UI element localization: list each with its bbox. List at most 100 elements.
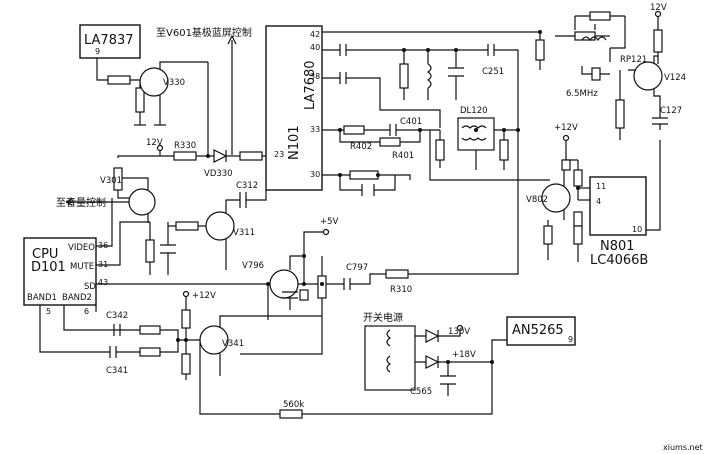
resistor-v311-base (175, 221, 199, 231)
an5265-pin: 9 (568, 335, 573, 344)
label-r310: R310 (390, 285, 412, 295)
diode-18v (425, 355, 440, 369)
coil-dl120 (457, 117, 495, 151)
ic-n101-pin-38: 38 (310, 72, 320, 81)
label-plus12v-v802: +12V (554, 123, 578, 133)
resistor-v341-top (181, 309, 191, 329)
capacitor-c401 (389, 124, 397, 136)
ic-n101-pin-42: 42 (310, 30, 320, 39)
resistor-pin42-series (574, 31, 596, 41)
resistor-n801-top (573, 169, 583, 187)
cpu-video-label: VIDEO (68, 243, 95, 253)
watermark: xiums.net (663, 443, 703, 452)
label-r330: R330 (174, 141, 196, 151)
labels: V330 V301 V311 V796 V341 V802 V124 R330 … (56, 3, 703, 452)
label-vd330: VD330 (204, 169, 233, 179)
label-12v-v301: 12V (146, 138, 163, 148)
transistor-v341 (199, 325, 229, 355)
transistor-v124 (633, 61, 663, 91)
junctions (156, 10, 662, 364)
label-c797: C797 (346, 263, 368, 273)
transistor-v802 (541, 183, 571, 213)
ic-n101-pin-30: 30 (310, 170, 320, 179)
resistor-pin42 (535, 39, 545, 61)
label-plus5v: +5V (320, 217, 339, 227)
label-v330: V330 (163, 78, 185, 88)
transistor-v330 (139, 67, 169, 97)
resistor-r401 (379, 137, 401, 147)
label-6-5mhz: 6.5MHz (566, 89, 598, 99)
label-v301: V301 (100, 176, 122, 186)
capacitor-pin38 (339, 72, 347, 84)
cpu-part: D101 (31, 260, 66, 275)
resistor-v796-b (317, 275, 327, 299)
label-plus18v: +18V (452, 350, 476, 360)
label-r401: R401 (392, 151, 414, 161)
ic-la7837-name: LA7837 (84, 33, 134, 48)
label-c312: C312 (236, 181, 258, 191)
components (107, 11, 668, 419)
resistor-v330-base (135, 87, 145, 113)
cpu-sd-label: SD (84, 282, 96, 292)
capacitor-c341 (109, 346, 117, 358)
resistor-r402 (343, 125, 365, 135)
resistor-v124-collector (653, 29, 663, 53)
resistor-pin23 (239, 151, 263, 161)
capacitor-c565 (440, 375, 456, 385)
label-c565: C565 (410, 387, 432, 397)
label-dl120: DL120 (460, 106, 488, 116)
label-12v-v124: 12V (650, 3, 667, 13)
wiring (39, 15, 661, 415)
resistor-n801-mid (573, 211, 583, 227)
resistor-v796 (299, 289, 309, 301)
label-v124: V124 (664, 73, 686, 83)
capacitor-v796 (282, 291, 298, 299)
capacitor-c251 (487, 44, 495, 56)
crystal-6-5mhz (591, 67, 601, 81)
cpu-ref: CPU (32, 247, 58, 262)
capacitor-pin40-shunt (448, 67, 464, 77)
label-plus12v-v341: +12V (192, 291, 216, 301)
resistor-r310 (385, 269, 409, 279)
capacitor-c797 (343, 278, 351, 290)
label-c342: C342 (106, 311, 128, 321)
label-130v: 130V (448, 327, 470, 337)
label-r402: R402 (350, 142, 372, 152)
note-switch-psu: 开关电源 (363, 311, 403, 324)
diode-130v (425, 329, 440, 343)
label-c401: C401 (400, 117, 422, 127)
n801-pin-11: 11 (596, 182, 606, 191)
inductor-pin40 (426, 63, 432, 89)
capacitor-c127 (652, 117, 668, 125)
cpu-pin-5: 5 (46, 307, 51, 316)
resistor-v124 (615, 99, 625, 129)
an5265-name: AN5265 (512, 323, 564, 338)
label-c251: C251 (482, 67, 504, 77)
resistor-c341-path (139, 347, 161, 357)
capacitor-pin30 (361, 184, 375, 196)
ic-la7837-pin: 9 (95, 47, 100, 56)
ic-n101-ref: N101 (287, 125, 302, 160)
resistor-pin40 (399, 63, 409, 89)
label-v311: V311 (233, 228, 255, 238)
ic-n101-pin-23: 23 (274, 150, 284, 159)
cpu-pin-6: 6 (84, 307, 89, 316)
ic-n801: 11 4 10 N801 LC4066B (589, 176, 648, 268)
coil-trap (581, 36, 607, 42)
label-c341: C341 (106, 366, 128, 376)
resistor-r330 (173, 151, 197, 161)
label-c127: C127 (660, 106, 682, 116)
transformer-switch-psu (386, 329, 392, 373)
resistor-v802-base (543, 225, 553, 245)
ic-la7837: LA7837 9 (79, 24, 141, 59)
resistor-v301-emitter (145, 239, 155, 263)
resistor-dl120 (499, 139, 509, 161)
resistor-trap (589, 11, 611, 21)
resistor-560k (279, 409, 303, 419)
diode-vd330 (213, 149, 228, 163)
ic-cpu-d101: CPU D101 VIDEO MUTE SD BAND1 BAND2 36 31… (23, 237, 108, 316)
cpu-band1-label: BAND1 (27, 293, 57, 303)
transistor-v301 (128, 188, 156, 216)
ic-n101-part: LA7680 (303, 60, 318, 110)
